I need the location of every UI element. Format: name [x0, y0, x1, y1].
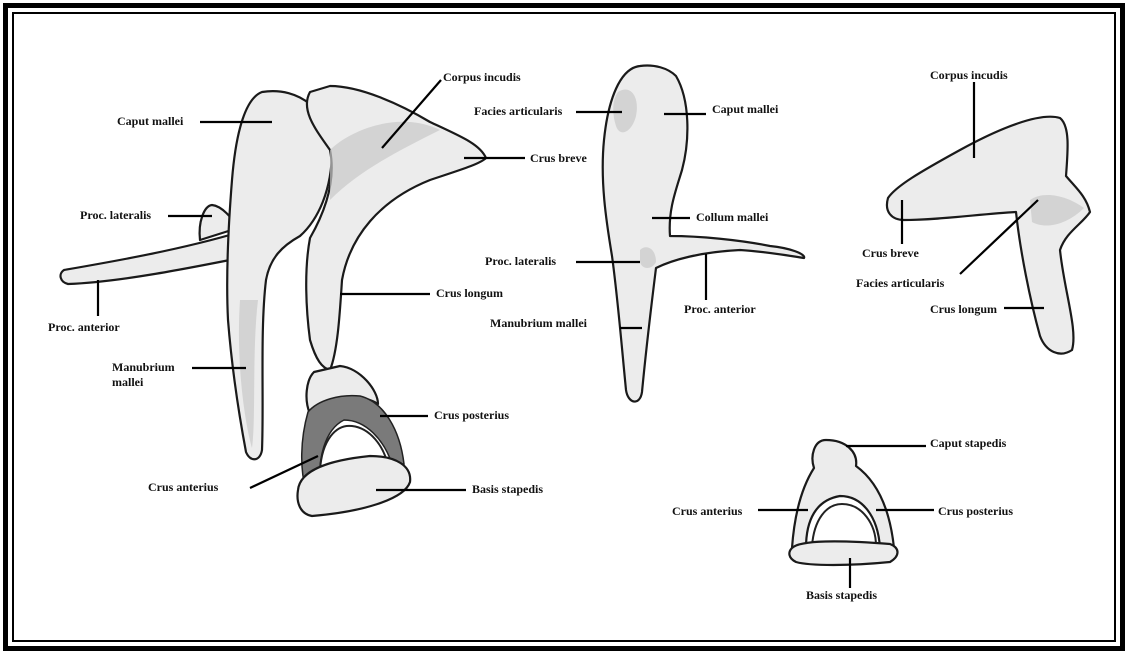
- label-caput-mallei-2: Caput mallei: [712, 102, 778, 117]
- label-crus-anterius-4: Crus anterius: [672, 504, 742, 519]
- stapes-4: [789, 440, 897, 565]
- label-manubrium-mallei-2: Manubrium mallei: [490, 316, 587, 331]
- label-proc-lateralis-1: Proc. lateralis: [80, 208, 151, 223]
- label-crus-anterius-1: Crus anterius: [148, 480, 218, 495]
- label-caput-stapedis-4: Caput stapedis: [930, 436, 1006, 451]
- incus-3-body: [887, 117, 1090, 354]
- incus-1: [306, 86, 486, 370]
- label-crus-longum-3: Crus longum: [930, 302, 997, 317]
- label-basis-stapedis-4: Basis stapedis: [806, 588, 877, 603]
- label-caput-mallei-1: Caput mallei: [117, 114, 183, 129]
- label-basis-stapedis-1: Basis stapedis: [472, 482, 543, 497]
- malleus-1-proc-anterior: [61, 232, 250, 284]
- stapes-1: [298, 366, 411, 516]
- label-facies-articularis-2: Facies articularis: [474, 104, 562, 119]
- label-proc-anterior-1: Proc. anterior: [48, 320, 120, 335]
- label-facies-articularis-3: Facies articularis: [856, 276, 944, 291]
- label-collum-mallei-2: Collum mallei: [696, 210, 768, 225]
- malleus-1: [61, 91, 332, 459]
- stapes-4-footplate: [789, 541, 897, 565]
- label-crus-longum-1: Crus longum: [436, 286, 503, 301]
- label-proc-lateralis-2: Proc. lateralis: [485, 254, 556, 269]
- label-corpus-incudis-1: Corpus incudis: [443, 70, 521, 85]
- label-crus-posterius-1: Crus posterius: [434, 408, 509, 423]
- incus-3: [887, 117, 1090, 354]
- label-proc-anterior-2: Proc. anterior: [684, 302, 756, 317]
- label-crus-breve-3: Crus breve: [862, 246, 919, 261]
- label-corpus-incudis-3: Corpus incudis: [930, 68, 1008, 83]
- label-crus-posterius-4: Crus posterius: [938, 504, 1013, 519]
- label-manubrium-mallei-1: Manubrium mallei: [112, 360, 175, 390]
- label-crus-breve-1: Crus breve: [530, 151, 587, 166]
